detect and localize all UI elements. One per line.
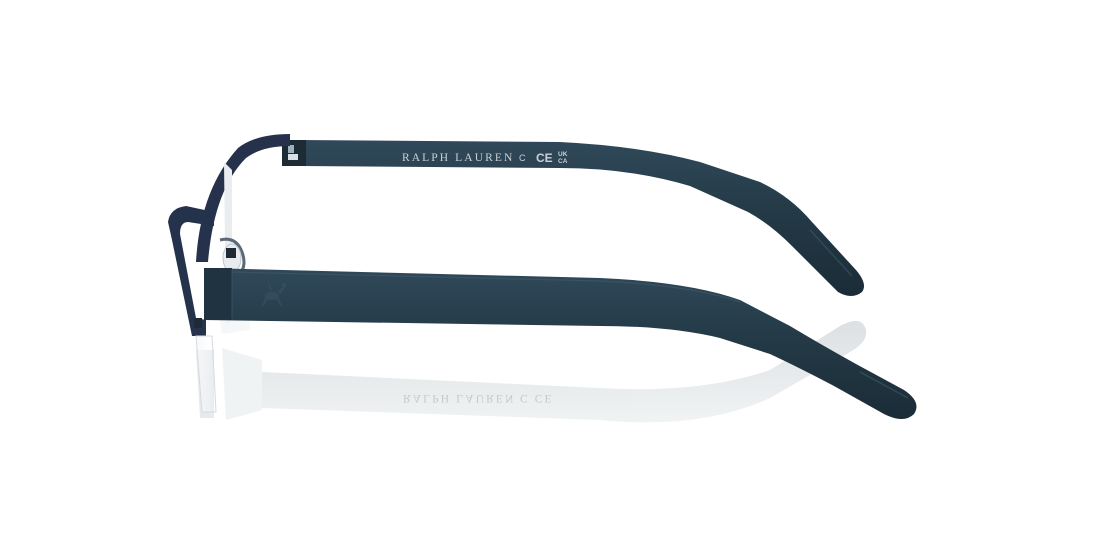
lens-reflection (222, 348, 262, 420)
temple-marking-ce: CE (536, 151, 553, 165)
front-temple (204, 268, 917, 419)
temple-brand-text: RALPH LAUREN (402, 152, 514, 164)
temple-marking-uk: UK (558, 151, 568, 158)
reflection-brand-text: RALPH LAUREN (403, 392, 515, 404)
front-temple-arm (204, 268, 917, 419)
lens-edge-front (195, 335, 217, 413)
reflection-marking-text: C CE (520, 392, 554, 404)
brow-bar (196, 134, 290, 262)
front-hinge (204, 268, 232, 320)
front-temple-reflection (262, 320, 867, 423)
temple-marking-ca: CA (558, 158, 568, 165)
polo-pony-logo-icon (262, 281, 286, 306)
back-temple-arm (300, 140, 864, 296)
temple-marking-c: C (519, 153, 526, 163)
back-temple: RALPH LAUREN C CE UK CA (282, 140, 864, 296)
front-brow-endpiece (168, 206, 214, 336)
